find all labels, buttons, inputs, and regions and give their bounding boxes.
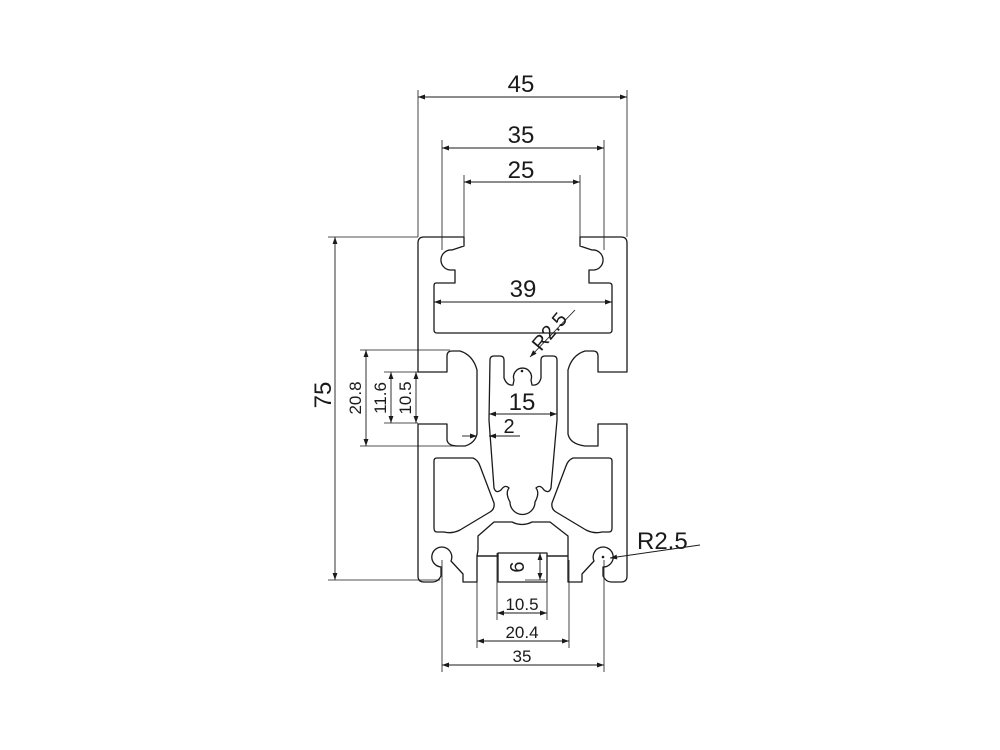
- center-hole-mark: [520, 369, 524, 373]
- dimension-lines: [332, 94, 701, 668]
- dim-bottom-slot-inner: 20.4: [505, 623, 538, 642]
- bottom-slot-cavity: [476, 521, 569, 557]
- lower-left-cavity: [433, 457, 495, 534]
- dim-center-radius: R2.5: [528, 309, 572, 356]
- dim-top-slot-opening: 25: [508, 157, 535, 184]
- dim-bottom-slot-depth: 6: [507, 561, 529, 572]
- dim-overall-height: 75: [310, 382, 337, 409]
- lower-right-cavity: [551, 457, 613, 534]
- dim-bottom-slot-opening: 10.5: [505, 595, 538, 614]
- dim-center-channel: 15: [509, 389, 536, 416]
- corner-hole-mark: [601, 555, 605, 559]
- dim-side-slot-height: 20.8: [346, 381, 365, 414]
- dim-inner-cavity: 39: [510, 276, 537, 303]
- dim-side-slot-inner: 11.6: [371, 382, 390, 414]
- extension-lines: [328, 90, 628, 672]
- dim-side-slot-opening: 10.5: [396, 381, 415, 414]
- dimension-labels: 45 35 25 39 R2.5 75 20.8 11.6 10.5 15 2 …: [310, 71, 688, 666]
- center-channel: [488, 355, 558, 516]
- dim-overall-width: 45: [508, 71, 535, 98]
- dim-bottom-outer-slot: 35: [513, 647, 532, 666]
- dim-wall-thickness: 2: [503, 416, 514, 438]
- dim-corner-radius: R2.5: [637, 528, 688, 555]
- dim-top-outer-slot: 35: [508, 122, 535, 149]
